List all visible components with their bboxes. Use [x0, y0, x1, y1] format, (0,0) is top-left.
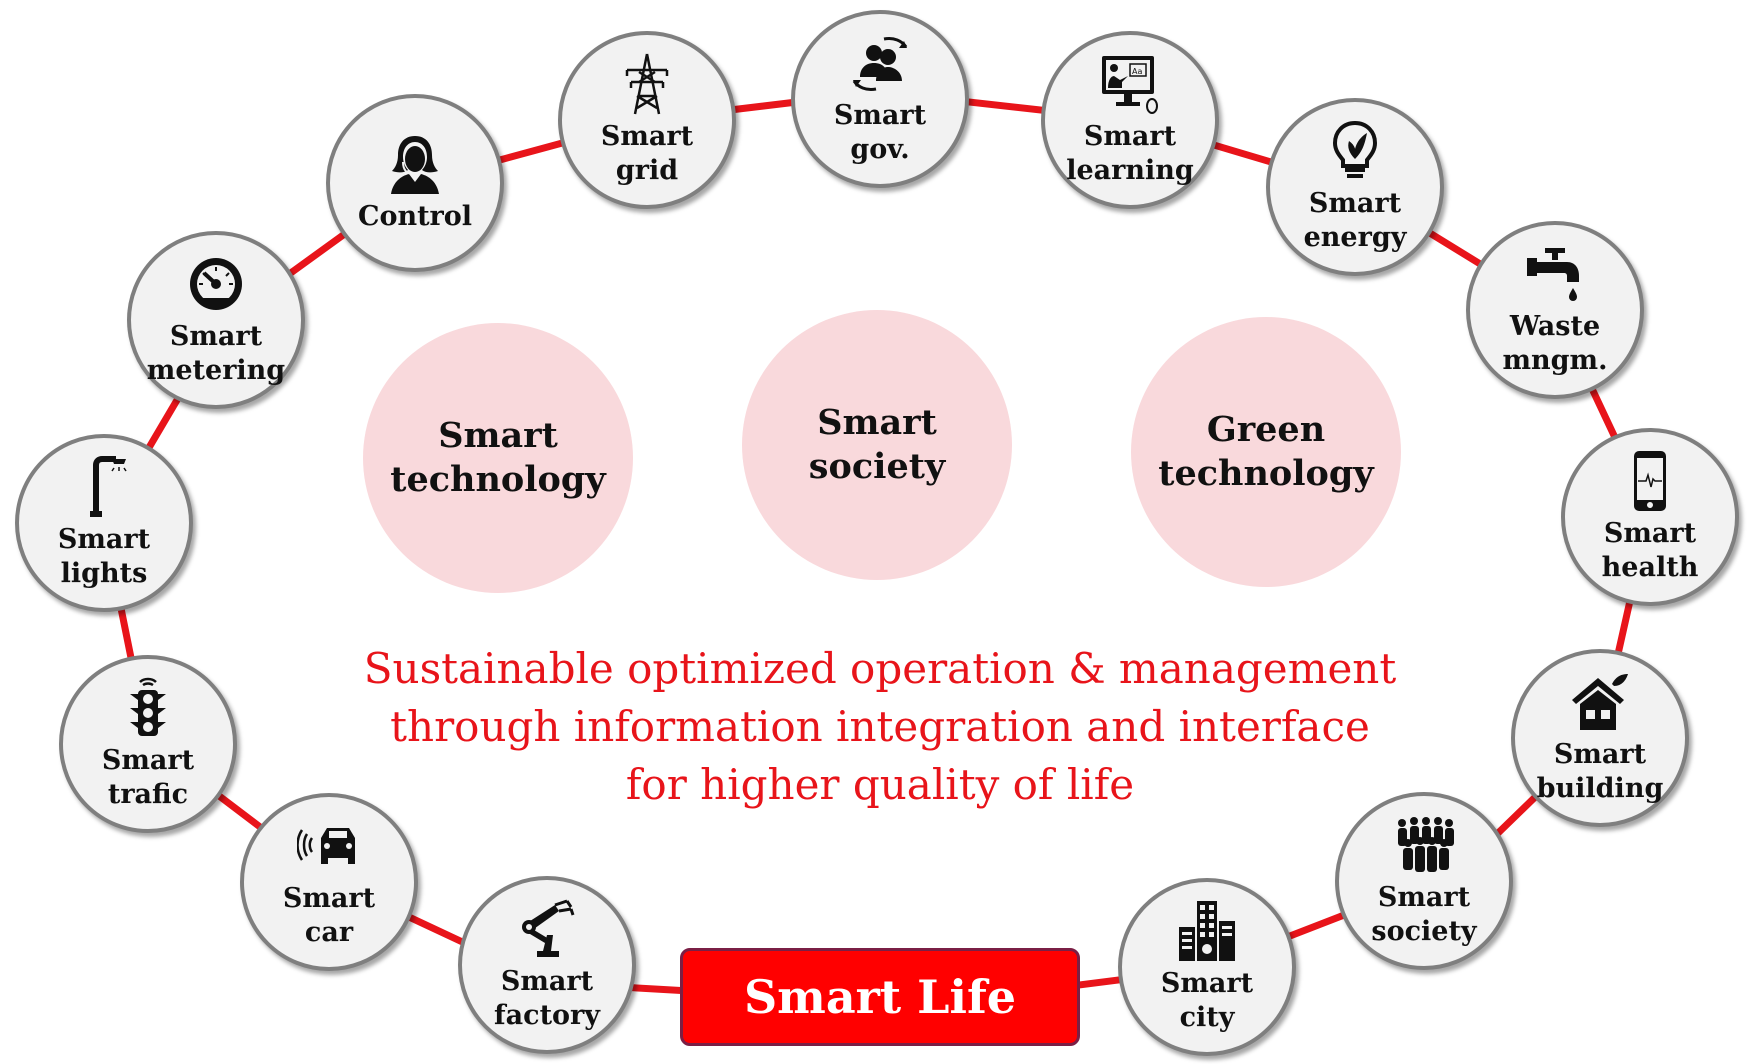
node-label: Smart building [1536, 739, 1664, 804]
tagline: Sustainable optimized operation & manage… [330, 640, 1430, 814]
crowd-icon [1398, 817, 1454, 872]
people-cycle-icon [852, 37, 908, 91]
node-label: Smart learning [1066, 121, 1194, 186]
node-control[interactable]: Control [326, 94, 504, 272]
node-label: Smart car [282, 883, 376, 948]
hub-smart-society: Smart society [742, 310, 1012, 580]
node-label: Smart energy [1303, 188, 1407, 253]
node-smart-health[interactable]: Smart health [1561, 428, 1739, 606]
node-label: Smart lights [57, 524, 151, 589]
node-smart-grid[interactable]: Smart grid [558, 31, 736, 209]
connected-car-icon [297, 828, 355, 864]
node-smart-city[interactable]: Smart city [1118, 878, 1296, 1056]
gauge-meter-icon [190, 258, 242, 310]
node-smart-learning[interactable]: Aa Smart learning [1041, 31, 1219, 209]
tagline-line: through information integration and inte… [390, 702, 1370, 751]
node-label: Control [357, 201, 473, 232]
node-waste-mngm[interactable]: Waste mngm. [1466, 221, 1644, 399]
hub-green-technology: Green technology [1131, 317, 1401, 587]
computer-teacher-icon: Aa [1102, 56, 1158, 114]
node-smart-trafic[interactable]: Smart trafic [59, 655, 237, 833]
node-label: Smart trafic [101, 745, 195, 810]
node-smart-building[interactable]: Smart building [1511, 649, 1689, 827]
water-tap-icon [1527, 248, 1579, 301]
node-label: Smart grid [600, 121, 694, 186]
street-lamp-icon [90, 456, 127, 517]
smartphone-heartbeat-icon [1634, 451, 1666, 511]
eco-bulb-icon [1332, 120, 1378, 178]
hub-label: Smart technology [390, 415, 606, 500]
hub-label: Green technology [1158, 409, 1374, 494]
smart-life-button[interactable]: Smart Life [680, 948, 1080, 1046]
node-smart-factory[interactable]: Smart factory [458, 876, 636, 1054]
node-label: Smart gov. [833, 100, 927, 165]
node-smart-car[interactable]: Smart car [240, 793, 418, 971]
node-label: Waste mngm. [1502, 311, 1608, 376]
node-label: Smart city [1160, 968, 1254, 1033]
node-label: Smart society [1371, 882, 1477, 947]
node-smart-lights[interactable]: Smart lights [15, 434, 193, 612]
robot-arm-icon [522, 899, 575, 957]
tagline-line: Sustainable optimized operation & manage… [363, 644, 1397, 693]
hub-label: Smart society [808, 402, 946, 487]
svg-text:Aa: Aa [1132, 67, 1142, 76]
node-label: Smart factory [494, 966, 600, 1031]
node-smart-society[interactable]: Smart society [1335, 792, 1513, 970]
eco-house-icon [1572, 674, 1628, 730]
node-smart-gov[interactable]: Smart gov. [791, 10, 969, 188]
hub-smart-technology: Smart technology [363, 323, 633, 593]
traffic-light-icon [130, 677, 166, 736]
city-buildings-icon [1179, 901, 1235, 961]
node-smart-metering[interactable]: Smart metering [127, 231, 305, 409]
node-label: Smart health [1601, 518, 1699, 583]
node-smart-energy[interactable]: Smart energy [1266, 98, 1444, 276]
person-headset-icon [391, 136, 439, 194]
node-label: Smart metering [146, 321, 286, 386]
smart-life-label: Smart Life [743, 970, 1017, 1024]
power-tower-icon [625, 53, 669, 115]
tagline-line: for higher quality of life [625, 760, 1135, 809]
